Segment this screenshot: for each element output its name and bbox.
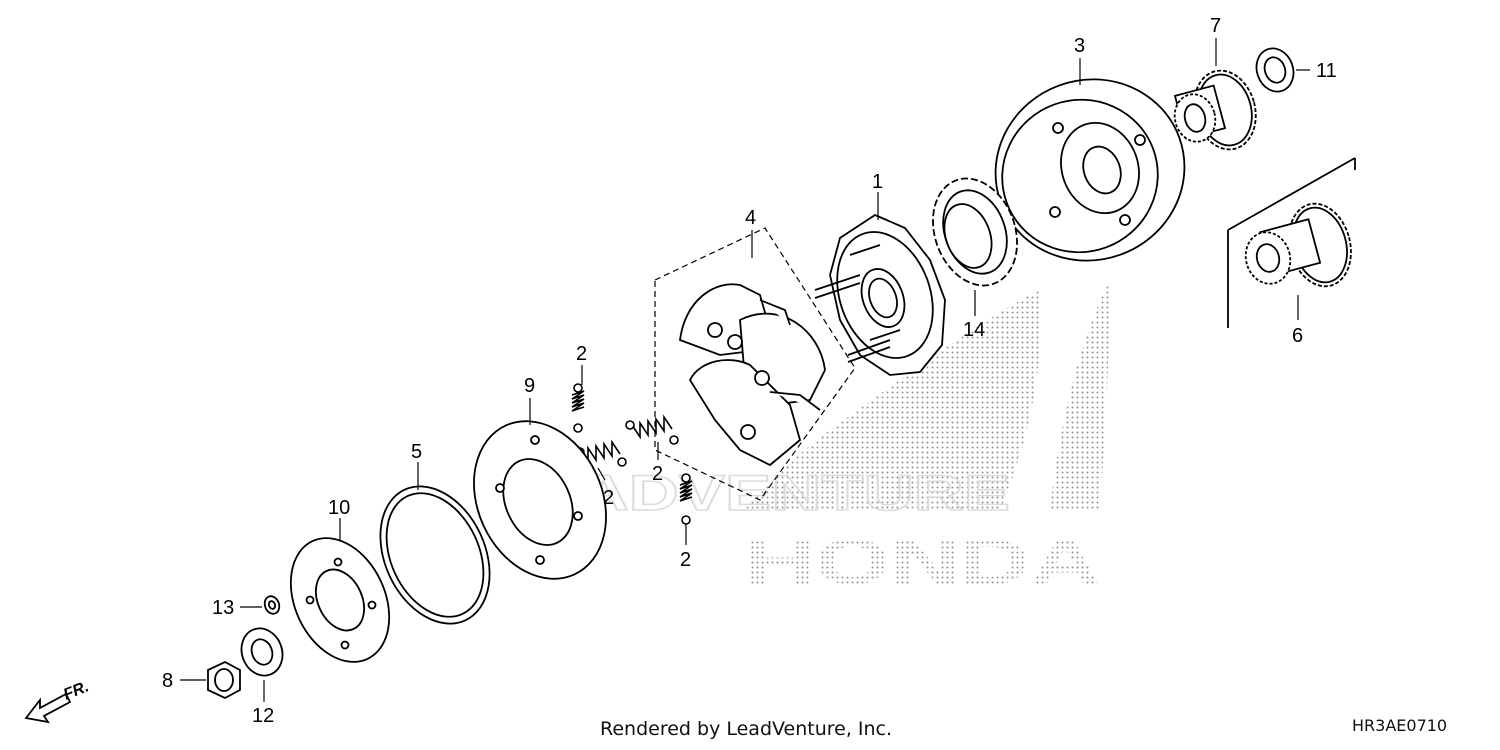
one-way-clutch bbox=[932, 177, 1018, 287]
arrow-left-icon bbox=[24, 692, 72, 724]
retainer-plate bbox=[289, 537, 391, 663]
callout-2c: 2 bbox=[652, 463, 663, 485]
circlip bbox=[263, 595, 281, 615]
lock-washer bbox=[240, 627, 284, 677]
callout-2b: 2 bbox=[603, 487, 614, 509]
diagram-code: HR3AE0710 bbox=[1352, 716, 1448, 735]
callout-10: 10 bbox=[328, 497, 350, 519]
leader-lines bbox=[180, 38, 1310, 702]
clutch-weight-set bbox=[654, 227, 856, 501]
clutch-drive-plate bbox=[814, 213, 946, 376]
honda-wing-watermark: HONDA LEADVENTURE bbox=[489, 280, 1110, 598]
callout-4: 4 bbox=[745, 207, 756, 229]
callout-7: 7 bbox=[1210, 15, 1221, 37]
clutch-outer-drum bbox=[994, 78, 1186, 262]
callout-12: 12 bbox=[252, 705, 274, 727]
callout-14: 14 bbox=[963, 319, 985, 341]
thrust-washer bbox=[1255, 47, 1295, 93]
callout-9: 9 bbox=[524, 375, 535, 397]
clutch-ring bbox=[379, 485, 491, 625]
callout-6: 6 bbox=[1292, 325, 1303, 347]
callout-2a: 2 bbox=[576, 343, 587, 365]
callout-8: 8 bbox=[162, 670, 173, 692]
alternate-drive-gear bbox=[1227, 157, 1356, 328]
lock-nut bbox=[207, 660, 241, 700]
spring-d bbox=[679, 473, 693, 525]
primary-drive-gear bbox=[1173, 69, 1257, 151]
clutch-cover-plate bbox=[473, 420, 607, 580]
clutch-springs bbox=[571, 383, 693, 525]
callout-5: 5 bbox=[411, 441, 422, 463]
front-direction-arrow: FR. bbox=[24, 678, 91, 724]
render-credit: Rendered by LeadVenture, Inc. bbox=[600, 718, 893, 740]
callout-labels: 1 2 2 2 2 3 4 5 6 7 8 9 10 11 12 13 14 bbox=[162, 15, 1337, 727]
front-direction-label: FR. bbox=[61, 678, 91, 703]
spring-c bbox=[625, 414, 679, 445]
honda-wordmark-watermark: HONDA bbox=[745, 526, 1100, 598]
callout-2d: 2 bbox=[680, 549, 691, 571]
callout-13: 13 bbox=[212, 597, 234, 619]
callout-11: 11 bbox=[1316, 60, 1337, 82]
callout-3: 3 bbox=[1074, 35, 1085, 57]
spring-a bbox=[571, 383, 585, 433]
callout-1: 1 bbox=[872, 171, 883, 193]
